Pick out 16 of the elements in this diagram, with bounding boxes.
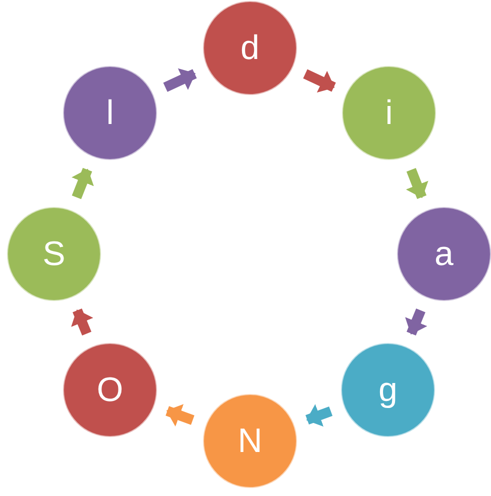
node-letter: O	[96, 373, 124, 407]
node-letter: i	[385, 96, 393, 130]
arrow	[71, 308, 94, 336]
node-letter: S	[42, 237, 66, 271]
arrow	[406, 168, 428, 199]
arrow	[72, 168, 94, 200]
node-letter: a	[434, 237, 454, 271]
node-letter: g	[378, 373, 398, 407]
arrow	[405, 308, 428, 336]
arrow	[305, 404, 333, 427]
arrow	[163, 68, 197, 92]
node-letter: d	[240, 31, 260, 65]
arrow	[303, 69, 336, 93]
node-letter: N	[238, 424, 262, 458]
node-letter: l	[106, 96, 114, 130]
arrow	[166, 404, 194, 427]
